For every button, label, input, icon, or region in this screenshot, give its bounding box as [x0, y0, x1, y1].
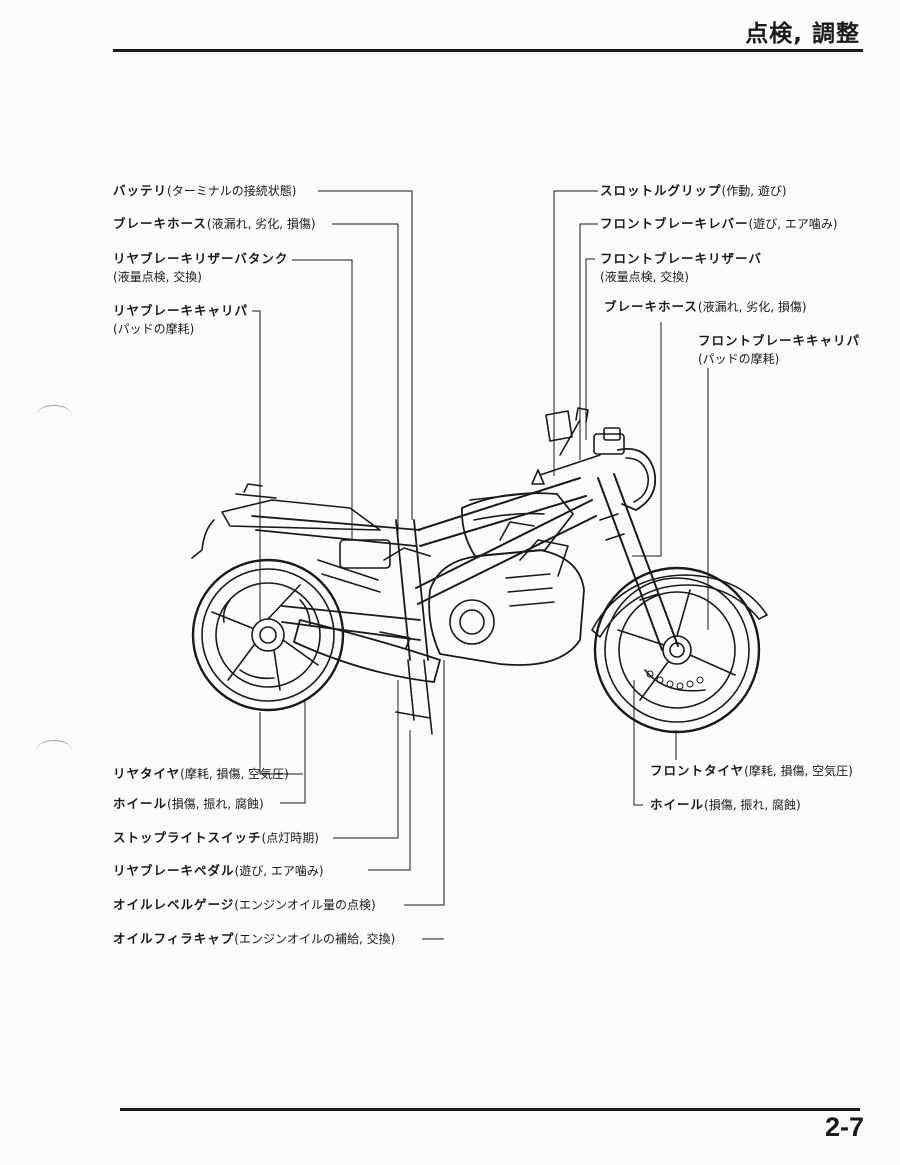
callout-label: リヤブレーキペダル — [113, 863, 235, 878]
callout-label: ストップライトスイッチ — [113, 830, 262, 845]
leader-rear-caliper — [252, 310, 261, 620]
header-rule — [113, 49, 863, 52]
callout-front-reservoir: フロントブレーキリザーバ (液量点検, 交換) — [600, 250, 762, 286]
leader-rear-wheel — [280, 700, 306, 804]
callout-detail: (エンジンオイル量の点検) — [234, 898, 376, 912]
callout-label: バッテリ — [113, 183, 168, 198]
callout-rear-brake-hose: ブレーキホース(液漏れ, 劣化, 損傷) — [113, 215, 316, 233]
callout-oil-level-gauge: オイルレベルゲージ(エンジンオイル量の点検) — [113, 896, 376, 914]
callout-label: ホイール — [113, 796, 168, 811]
callout-label: リヤブレーキリザーバタンク — [113, 251, 289, 266]
callout-sub: (パッドの摩耗) — [113, 322, 195, 336]
callout-sub: (パッドの摩耗) — [698, 352, 780, 366]
callout-label: ホイール — [650, 797, 705, 812]
callout-label: ブレーキホース — [113, 216, 207, 231]
callout-front-brake-lever: フロントブレーキレバー(遊び, エア噛み) — [600, 215, 838, 233]
page-number: 2-7 — [824, 1112, 864, 1142]
callout-rear-brake-pedal: リヤブレーキペダル(遊び, エア噛み) — [113, 862, 324, 880]
leader-rear-pedal — [368, 730, 411, 871]
callout-rear-wheel: ホイール(損傷, 振れ, 腐蝕) — [113, 795, 264, 813]
page-title: 点検, 調整 — [745, 21, 860, 47]
front-wheel-drawing — [591, 566, 768, 734]
callout-label: リヤタイヤ — [113, 766, 181, 781]
callout-detail: (損傷, 振れ, 腐蝕) — [167, 797, 264, 811]
leader-front-reservoir — [585, 258, 595, 440]
callout-detail: (作動, 遊び) — [721, 184, 787, 198]
callout-label: フロントブレーキキャリパ — [698, 333, 861, 348]
callout-front-tire: フロントタイヤ(摩耗, 損傷, 空気圧) — [650, 762, 853, 780]
callout-detail: (液漏れ, 劣化, 損傷) — [697, 300, 807, 314]
binder-hole — [36, 405, 72, 426]
callout-label: オイルフィラキャプ — [113, 931, 235, 946]
leader-oil-gauge — [404, 660, 445, 906]
leader-front-hose — [632, 322, 662, 557]
leader-rear-tire — [259, 712, 303, 775]
leader-front-wheel — [633, 680, 643, 806]
callout-rear-caliper: リヤブレーキキャリパ (パッドの摩耗) — [113, 302, 248, 338]
callout-front-caliper: フロントブレーキキャリパ (パッドの摩耗) — [698, 332, 860, 368]
callout-detail: (エンジンオイルの補給, 交換) — [234, 932, 396, 946]
callout-detail: (ターミナルの接続状態) — [167, 184, 297, 198]
callout-detail: (液漏れ, 劣化, 損傷) — [206, 217, 316, 231]
leader-throttle — [553, 190, 598, 476]
callout-throttle-grip: スロットルグリップ(作動, 遊び) — [600, 182, 787, 200]
callout-label: フロントタイヤ — [650, 763, 745, 778]
callout-label: フロントブレーキリザーバ — [600, 251, 762, 266]
callout-detail: (遊び, エア噛み) — [234, 864, 324, 878]
callout-detail: (摩耗, 損傷, 空気圧) — [180, 767, 289, 781]
leader-rear-brake-hose — [332, 223, 399, 540]
callout-rear-reservoir: リヤブレーキリザーバタンク (液量点検, 交換) — [113, 250, 288, 286]
leader-stoplight — [333, 680, 399, 839]
callout-detail: (遊び, エア噛み) — [748, 217, 838, 231]
binder-hole — [36, 740, 72, 761]
callout-front-brake-hose: ブレーキホース(液漏れ, 劣化, 損傷) — [604, 298, 807, 316]
callout-sub: (液量点検, 交換) — [600, 270, 689, 284]
callout-stoplight-switch: ストップライトスイッチ(点灯時期) — [113, 829, 319, 847]
callout-oil-filler-cap: オイルフィラキャプ(エンジンオイルの補給, 交換) — [113, 930, 395, 948]
callout-detail: (損傷, 振れ, 腐蝕) — [704, 798, 801, 812]
leader-front-lever — [579, 223, 598, 460]
leader-rear-reservoir — [292, 259, 353, 540]
callout-front-wheel: ホイール(損傷, 振れ, 腐蝕) — [650, 796, 801, 814]
callout-detail: (点灯時期) — [261, 831, 319, 845]
leader-battery — [318, 190, 413, 520]
callout-battery: バッテリ(ターミナルの接続状態) — [113, 182, 296, 200]
callout-label: オイルレベルゲージ — [113, 897, 235, 912]
callout-sub: (液量点検, 交換) — [113, 270, 202, 284]
rear-wheel-drawing — [191, 558, 345, 712]
callout-rear-tire: リヤタイヤ(摩耗, 損傷, 空気圧) — [113, 765, 289, 783]
callout-label: リヤブレーキキャリパ — [113, 303, 249, 318]
callout-detail: (摩耗, 損傷, 空気圧) — [744, 764, 853, 778]
callout-label: フロントブレーキレバー — [600, 216, 749, 231]
callout-label: スロットルグリップ — [600, 183, 722, 198]
footer-rule — [120, 1108, 860, 1111]
callout-label: ブレーキホース — [604, 299, 698, 314]
